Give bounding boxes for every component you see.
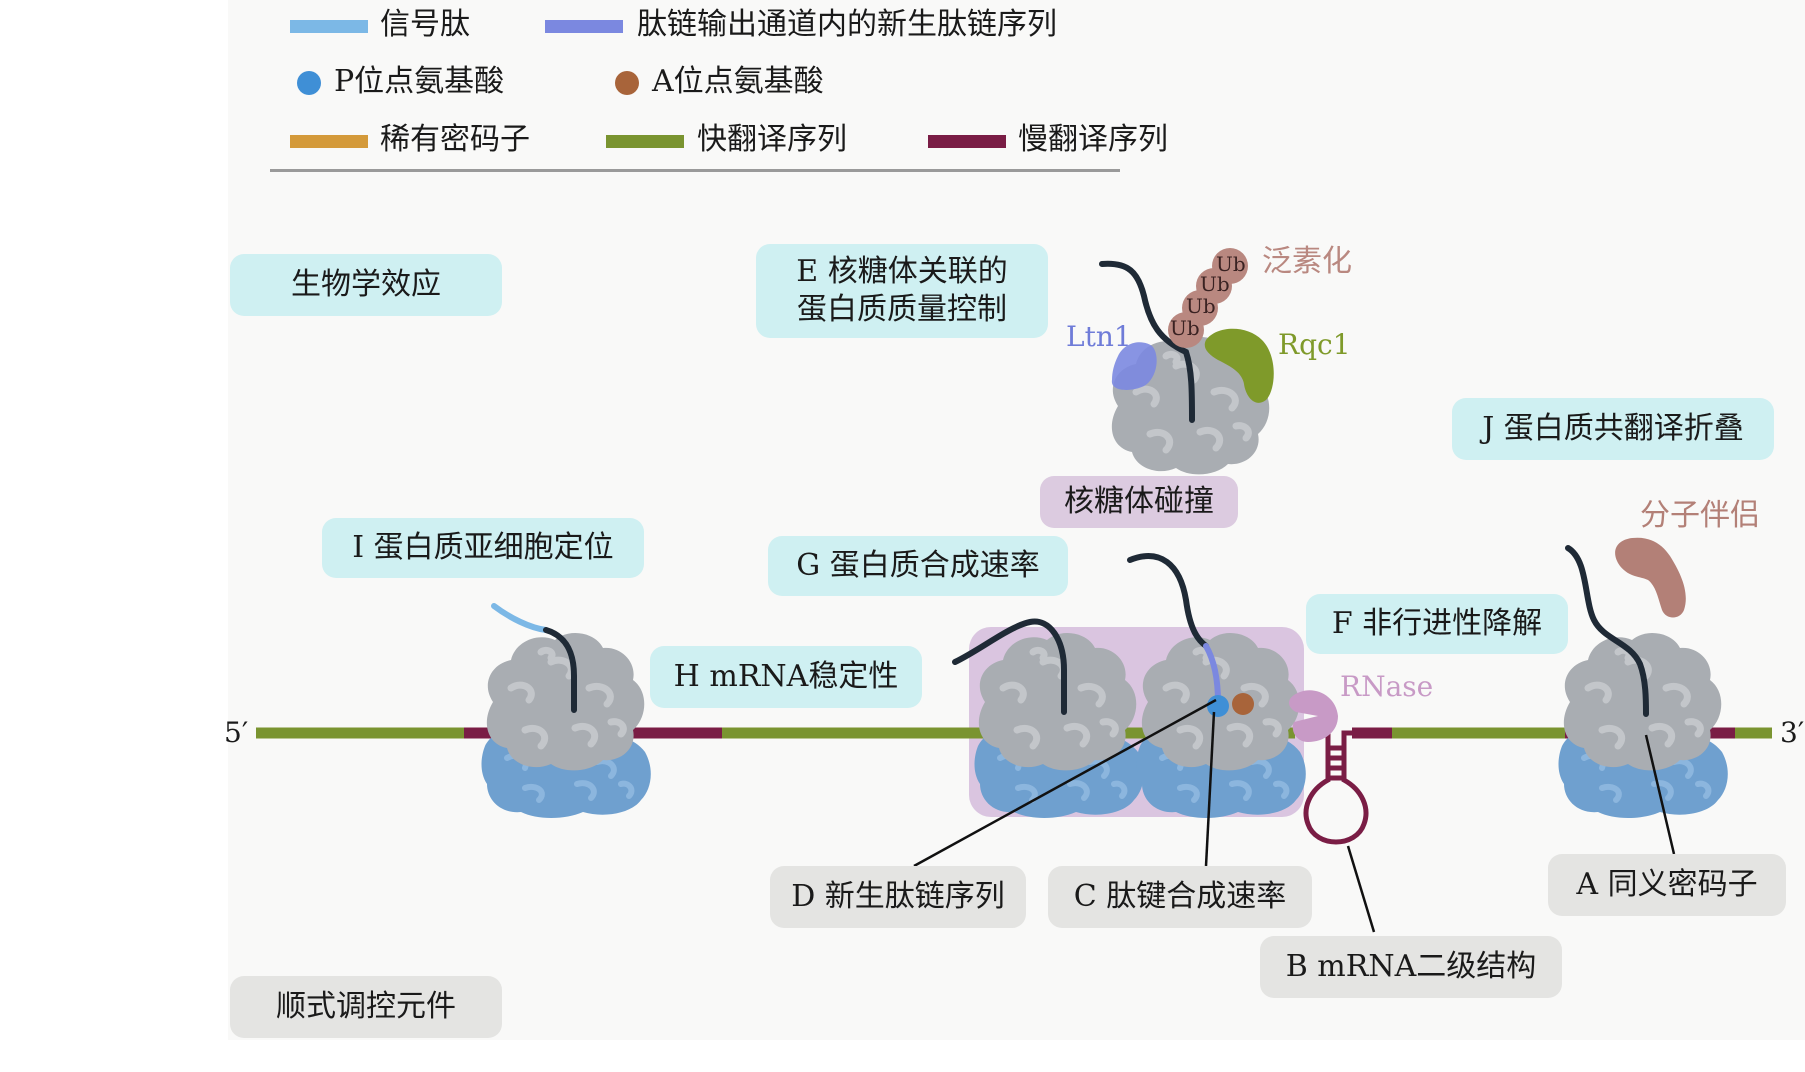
effect-i-box: I 蛋白质亚细胞定位 [322,518,644,578]
rnase-enzyme [1289,690,1338,742]
ribosome-top [1099,248,1274,474]
legend-swatch-rare-codon [290,135,368,148]
collision-text: 核糖体碰撞 [1064,484,1214,519]
a-site-amino-acid [1232,693,1254,715]
ribosome-3 [1127,553,1306,818]
element-c-box: C 肽键合成速率 [1048,866,1312,928]
rnase-label: RNase [1340,670,1434,703]
effect-e-line1: E 核糖体关联的 [796,254,1008,289]
effect-f-text: F 非行进性降解 [1331,606,1543,641]
legend-label-fast: 快翻译序列 [697,122,847,157]
collision-box: 核糖体碰撞 [1040,476,1238,528]
effect-h-box: H mRNA稳定性 [650,646,922,708]
cis-elements-heading: 顺式调控元件 [230,976,502,1038]
ub-label-3: Ub [1200,272,1230,296]
legend-swatch-signal-peptide [290,20,368,33]
cis-elements-heading-text: 顺式调控元件 [276,989,456,1024]
element-c-text: C 肽键合成速率 [1073,879,1287,914]
legend-label-rare-codon: 稀有密码子 [380,122,530,157]
ub-label-4: Ub [1216,252,1246,276]
element-d-box: D 新生肽链序列 [770,866,1026,928]
bio-effects-heading-text: 生物学效应 [291,267,441,302]
chaperone-protein [1615,537,1686,618]
legend-swatch-fast [606,135,684,148]
legend-label-signal-peptide: 信号肽 [380,7,470,42]
ub-label-2: Ub [1186,294,1216,318]
effect-i-text: I 蛋白质亚细胞定位 [352,530,614,565]
rqc1-label: Rqc1 [1278,328,1351,361]
ribosome-2 [952,618,1144,818]
ribosome-1 [482,603,651,818]
ubiquitin-chain [1168,248,1248,348]
ltn1-protein [1111,342,1157,390]
mrna-hairpin [1303,730,1369,845]
effect-g-box: G 蛋白质合成速率 [768,536,1068,596]
element-b-box: B mRNA二级结构 [1260,936,1562,998]
legend-divider [270,169,1120,172]
ub-label-1: Ub [1170,316,1200,340]
effect-j-text: J 蛋白质共翻译折叠 [1482,411,1744,446]
element-b-text: B mRNA二级结构 [1285,949,1537,984]
effect-e-line2: 蛋白质质量控制 [797,292,1007,327]
legend-label-exit-tunnel: 肽链输出通道内的新生肽链序列 [637,7,1057,42]
element-a-box: A 同义密码子 [1548,854,1786,916]
legend-label-slow: 慢翻译序列 [1018,122,1168,157]
three-prime-label: 3′ [1780,716,1805,749]
ubiquitination-label: 泛素化 [1262,244,1352,279]
rqc1-protein [1204,328,1274,403]
element-a-text: A 同义密码子 [1576,867,1758,902]
ribosome-4 [1559,545,1728,818]
legend-swatch-p-site [297,71,321,95]
five-prime-label: 5′ [224,716,249,749]
chaperone-label: 分子伴侣 [1640,498,1760,533]
legend-swatch-slow [928,135,1006,148]
effect-f-box: F 非行进性降解 [1306,594,1568,654]
legend-swatch-exit-tunnel [545,20,623,33]
legend-swatch-a-site [615,71,639,95]
bio-effects-heading: 生物学效应 [230,254,502,316]
legend-label-a-site: A位点氨基酸 [652,64,824,99]
ltn1-label: Ltn1 [1066,320,1132,353]
effect-h-text: H mRNA稳定性 [673,659,899,694]
effect-e-box: E 核糖体关联的 蛋白质质量控制 [756,244,1048,338]
p-site-amino-acid [1207,695,1229,717]
effect-g-text: G 蛋白质合成速率 [796,548,1040,583]
effect-j-box: J 蛋白质共翻译折叠 [1452,398,1774,460]
connector-lines [913,698,1676,933]
element-d-text: D 新生肽链序列 [791,879,1005,914]
legend-label-p-site: P位点氨基酸 [334,64,505,99]
